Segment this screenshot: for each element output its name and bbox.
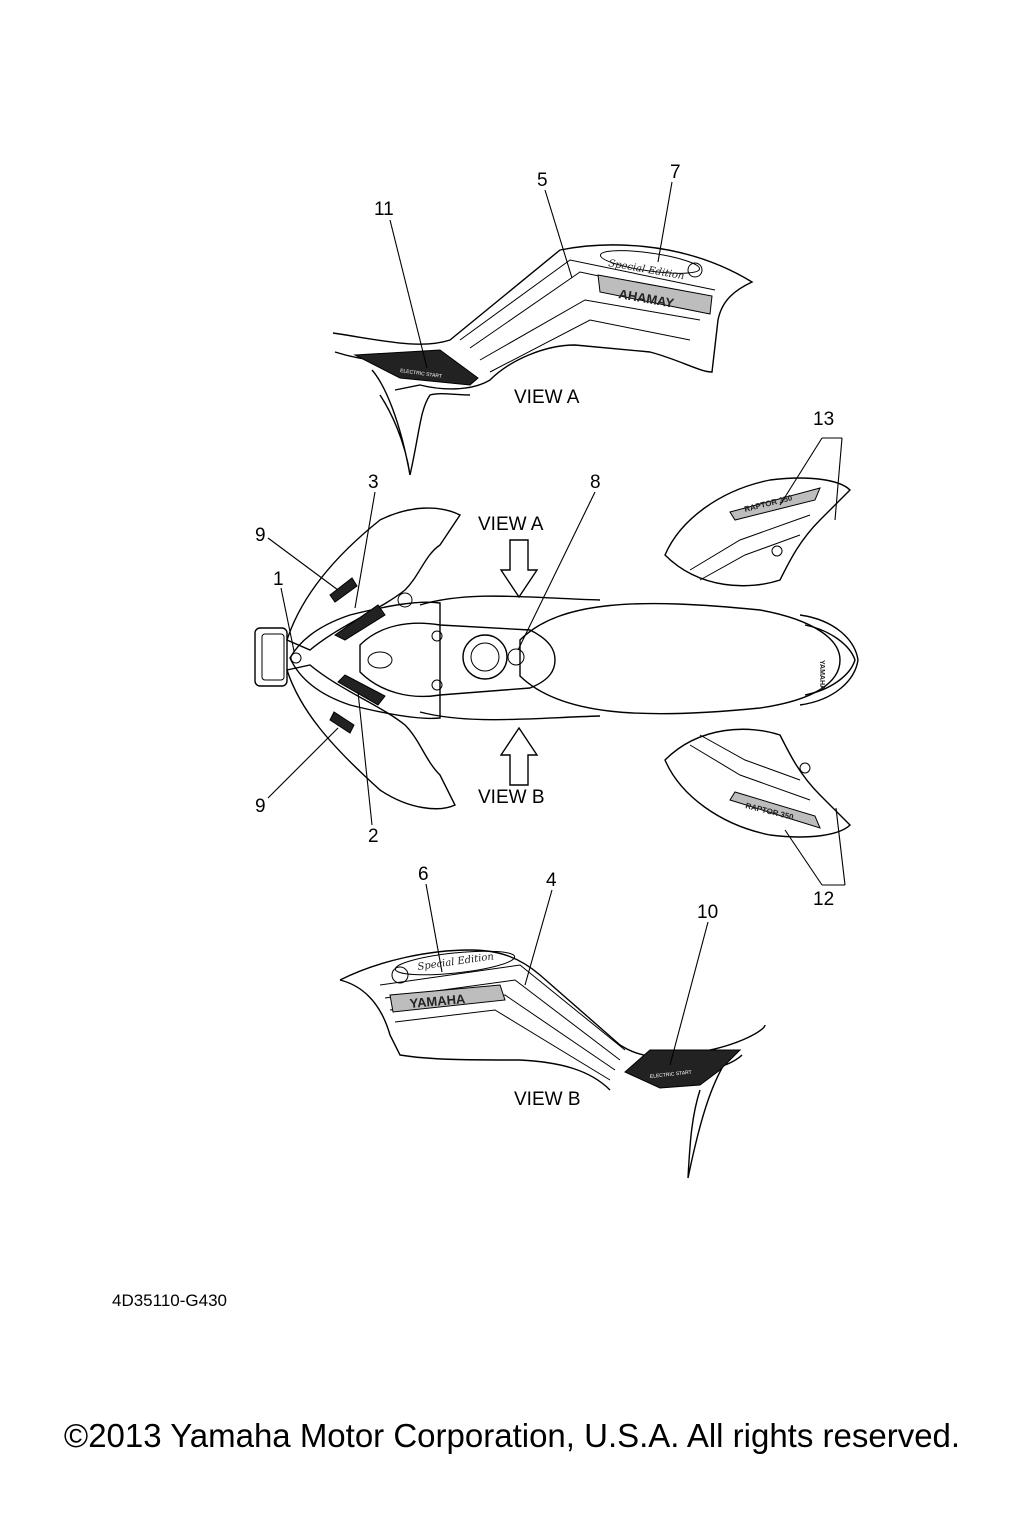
- nose-emblem: [290, 652, 302, 664]
- callout-9-bottom: 9: [255, 796, 266, 817]
- callout-12: 12: [813, 889, 834, 910]
- callout-3: 3: [368, 472, 379, 493]
- view-b-label-bottom: VIEW B: [514, 1089, 581, 1110]
- callout-10: 10: [697, 902, 718, 923]
- callout-5: 5: [537, 170, 548, 191]
- callout-13: 13: [813, 409, 834, 430]
- seat-brand-text: YAMAHA: [818, 660, 825, 690]
- headlight: [254, 627, 288, 687]
- electric-start-decal-b-text: ELECTRIC START: [650, 1070, 692, 1080]
- tuning-fork-emblem-a: [687, 262, 703, 278]
- special-edition-decal-b-text: Special Edition: [417, 951, 495, 973]
- callout-7: 7: [670, 162, 681, 183]
- view-a-label-top: VIEW A: [514, 387, 580, 408]
- callout-11: 11: [374, 199, 394, 220]
- brand-decal-9-front-top: [329, 577, 358, 603]
- electric-start-decal-a: [353, 349, 479, 386]
- view-a-arrow: [499, 539, 539, 599]
- diagram-part-code: 4D35110-G430: [112, 1291, 227, 1310]
- view-a-label-arrow: VIEW A: [478, 514, 544, 535]
- callout-1: 1: [273, 569, 284, 590]
- callout-4: 4: [546, 870, 557, 891]
- electric-start-decal-a-text: ELECTRIC START: [400, 368, 442, 380]
- seat: [519, 602, 841, 715]
- tuning-fork-emblem-b: [391, 966, 409, 984]
- callout-8: 8: [590, 472, 601, 493]
- atv-top-view: YAMAHA RAPTOR 350 RAPTOR 350: [254, 477, 859, 838]
- view-a-side-panel: AHAMAY Special Edition ELECTRIC START: [332, 244, 754, 476]
- brand-decal-a: [597, 274, 713, 315]
- brand-decal-9-front-bottom: [329, 711, 355, 734]
- view-b-arrow: [499, 726, 539, 786]
- brand-decal-b: [389, 984, 506, 1013]
- callout-6: 6: [418, 864, 429, 885]
- fuel-cap-decal-8: [507, 648, 525, 666]
- model-decal-12: [729, 791, 821, 829]
- electric-start-decal-b: [624, 1049, 742, 1089]
- view-b-side-panel: YAMAHA Special Edition ELECTRIC START: [339, 949, 766, 1179]
- side-decal-3: [334, 604, 386, 641]
- fuel-cap: [462, 634, 508, 680]
- view-b-label-arrow: VIEW B: [478, 787, 545, 808]
- callout-numbers: 11 5 7 13 3 8 9 1 9 2 12 6 4 10: [255, 162, 834, 923]
- callout-2: 2: [368, 826, 379, 847]
- side-decal-2: [337, 674, 386, 706]
- callout-9-top: 9: [255, 525, 266, 546]
- leader-lines: [267, 181, 846, 1066]
- brand-decal-b-text: YAMAHA: [409, 991, 467, 1011]
- model-decal-13: [729, 487, 821, 521]
- copyright-notice: ©2013 Yamaha Motor Corporation, U.S.A. A…: [63, 1417, 961, 1454]
